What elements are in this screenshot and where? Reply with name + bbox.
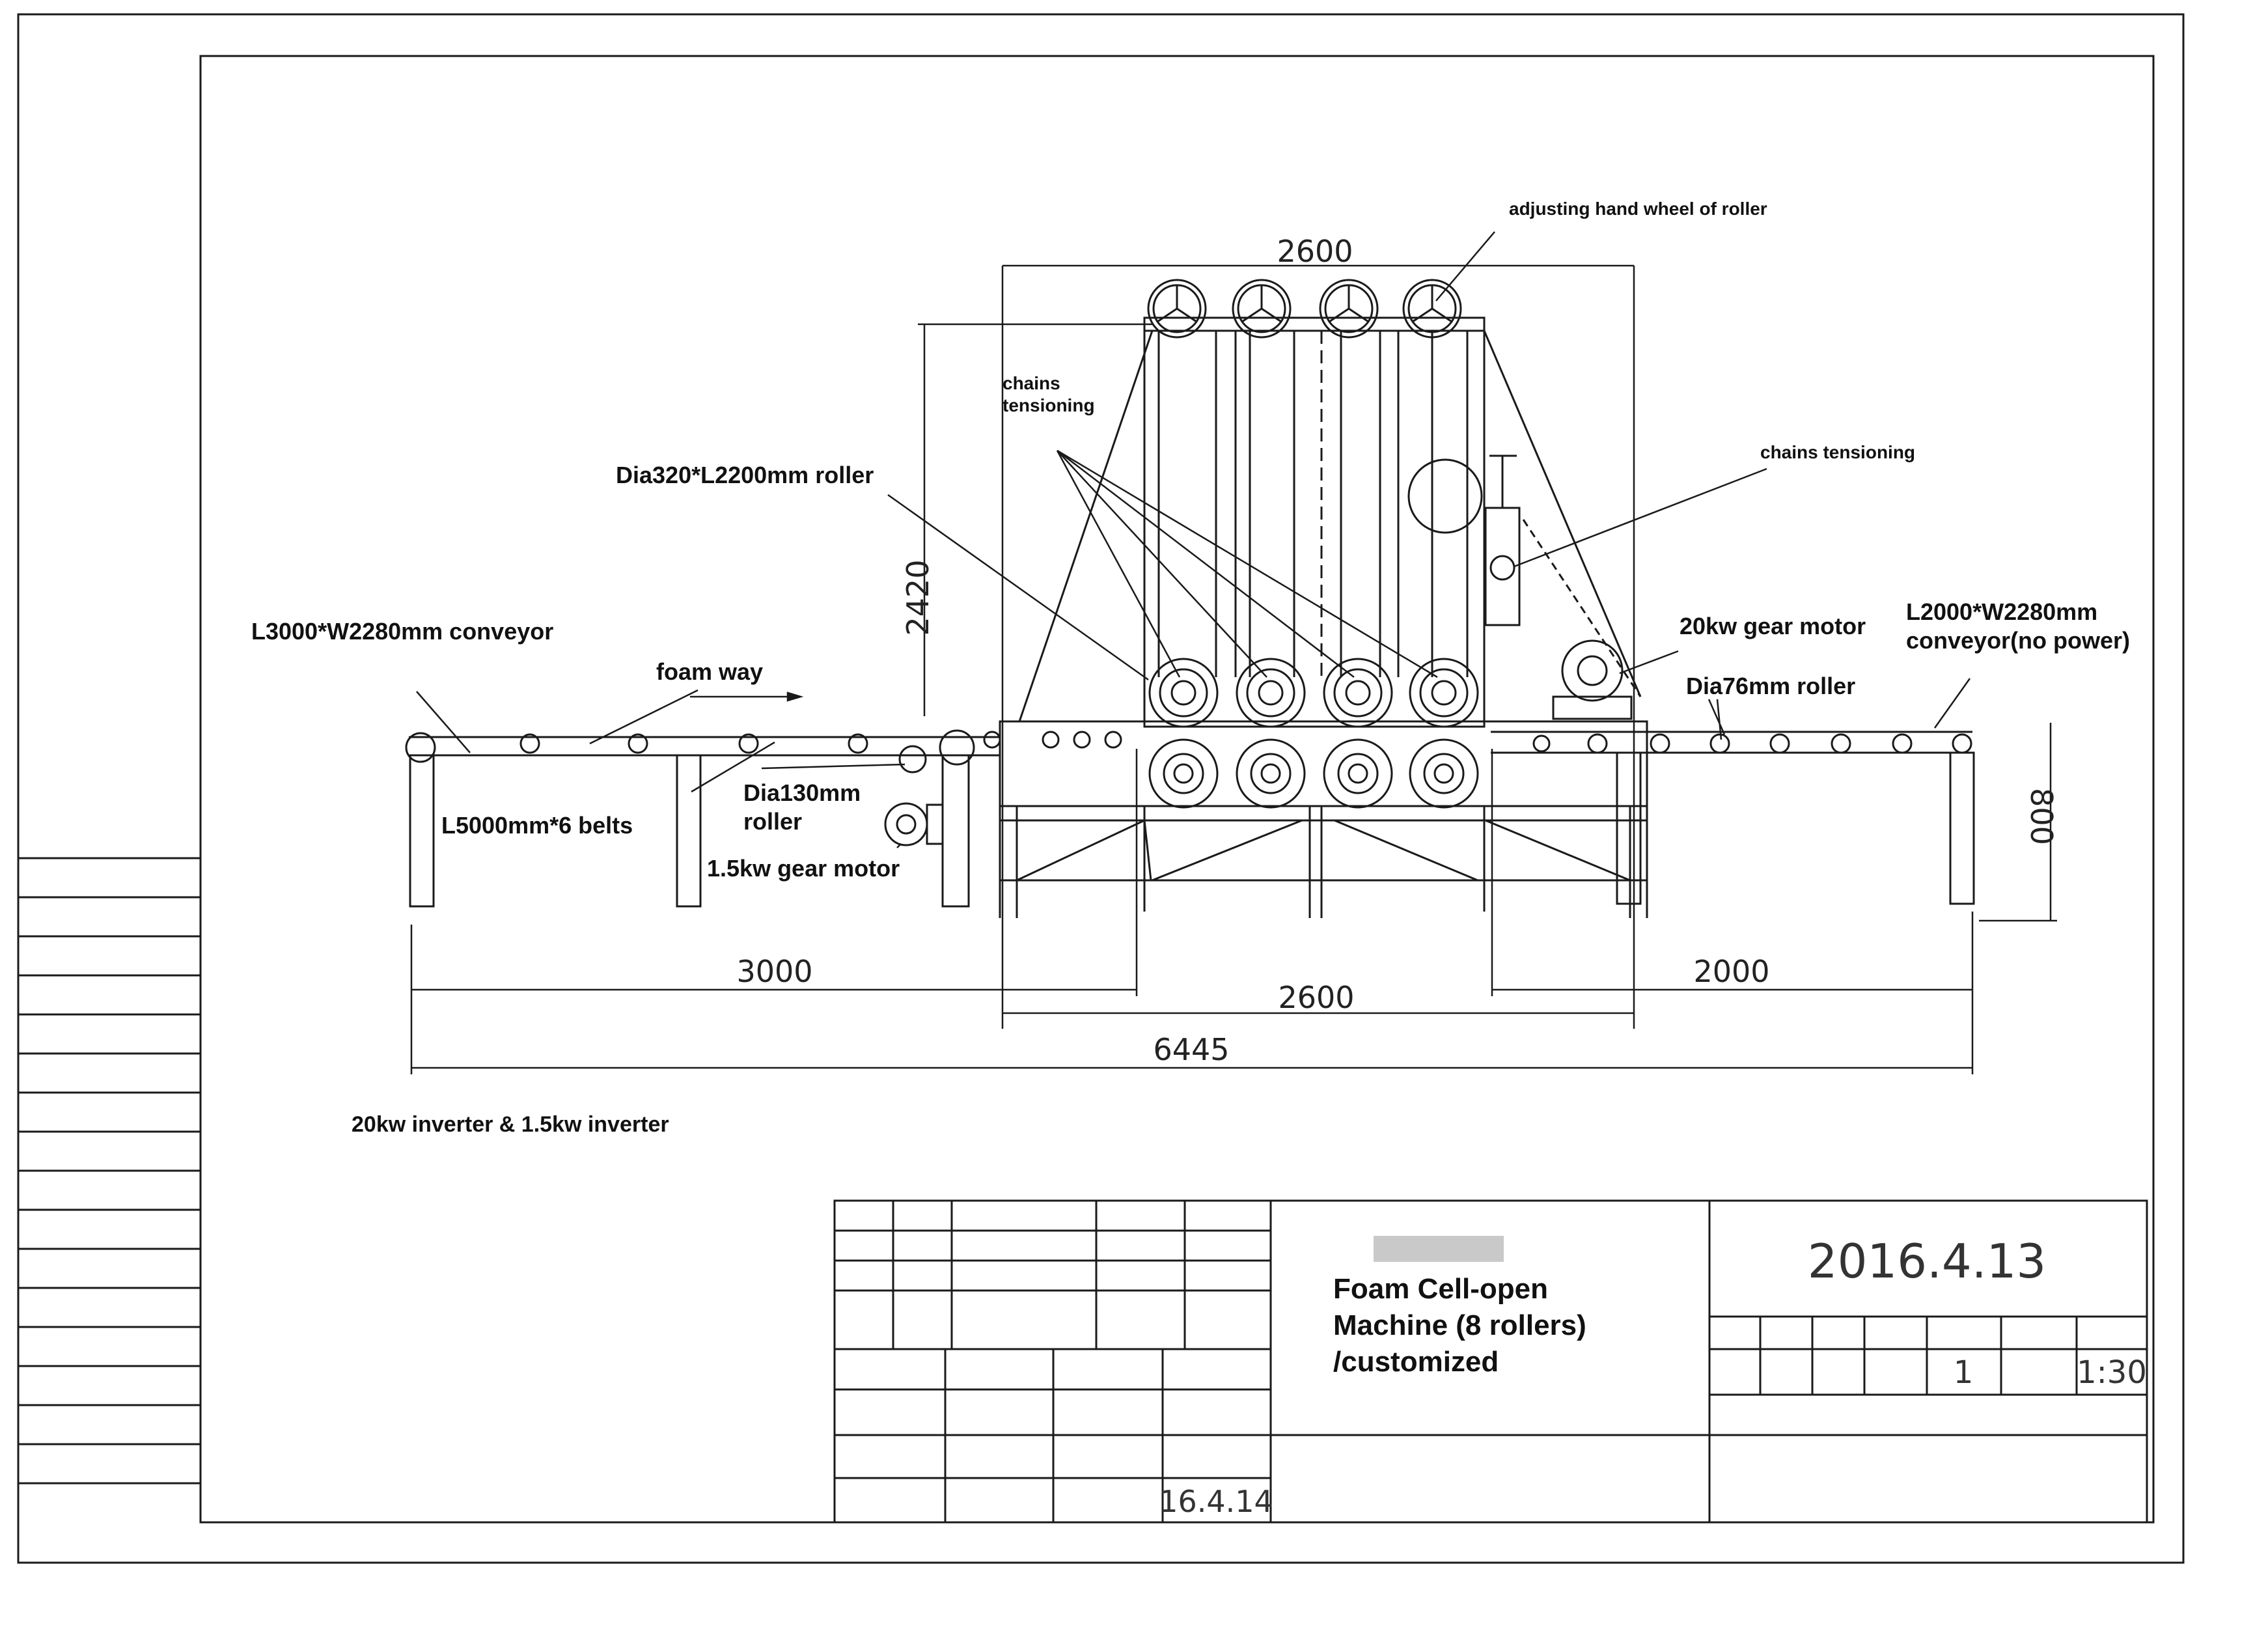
upper-roller-4-icon	[1409, 658, 1479, 728]
label-conveyor-left: L3000*W2280mm conveyor	[251, 618, 553, 645]
dim-conveyor-right: 2000	[1693, 954, 1769, 989]
label-chains-tensioning-right: chains tensioning	[1760, 442, 1915, 462]
lower-roller-3-icon	[1323, 738, 1393, 809]
machine	[999, 316, 1648, 918]
dim-conveyor-height: 800	[2024, 788, 2059, 845]
approval-date: 16.4.14	[1159, 1484, 1273, 1519]
lower-roller-4-icon	[1409, 738, 1479, 809]
label-big-motor: 20kw gear motor	[1680, 613, 1866, 639]
leader-lines	[416, 231, 1971, 848]
label-hand-wheel: adjusting hand wheel of roller	[1509, 199, 1767, 219]
label-roller76: Dia76mm roller	[1686, 673, 1855, 699]
hand-wheel-2-icon	[1232, 279, 1292, 339]
left-conveyor-inner-rollers	[983, 731, 1122, 749]
sheet-number: 1	[1954, 1354, 1974, 1391]
label-big-roller: Dia320*L2200mm roller	[616, 462, 874, 488]
dim-top-width: 2600	[1277, 234, 1353, 269]
label-belts: L5000mm*6 belts	[441, 812, 633, 839]
upper-rollers	[1148, 658, 1479, 728]
drawing-title-line-1: Foam Cell-open	[1333, 1273, 1548, 1305]
hand-wheel-4-icon	[1402, 279, 1462, 339]
label-chains-tensioning-left-2: tensioning	[1003, 395, 1095, 415]
left-conveyor	[405, 729, 1000, 908]
drawing-scale: 1:30	[2077, 1354, 2147, 1391]
drawing-title-line-3: /customized	[1333, 1346, 1499, 1378]
label-small-roller-1: Dia130mm	[743, 779, 861, 806]
hand-wheels	[1147, 279, 1462, 339]
label-inverter: 20kw inverter & 1.5kw inverter	[352, 1112, 669, 1137]
label-foam-way: foam way	[656, 658, 763, 685]
dim-conveyor-left: 3000	[736, 954, 812, 989]
title-text: Foam Cell-open Machine (8 rollers) /cust…	[1333, 1273, 1586, 1378]
upper-roller-3-icon	[1323, 658, 1393, 728]
redacted-stamp	[1374, 1236, 1504, 1262]
label-small-motor: 1.5kw gear motor	[707, 855, 900, 882]
label-conveyor-right-1: L2000*W2280mm	[1906, 598, 2097, 625]
dim-machine-width: 2600	[1278, 980, 1354, 1015]
label-small-roller-2: roller	[743, 808, 802, 835]
title-block	[833, 1199, 2148, 1524]
dim-height: 2420	[900, 559, 935, 635]
label-chains-tensioning-left-1: chains	[1003, 373, 1060, 393]
hand-wheel-1-icon	[1147, 279, 1207, 339]
drawing-date: 2016.4.13	[1808, 1234, 2046, 1289]
upper-roller-1-icon	[1148, 658, 1219, 728]
hand-wheel-3-icon	[1319, 279, 1379, 339]
lower-roller-2-icon	[1236, 738, 1306, 809]
dimension-lines	[410, 264, 2057, 1074]
dim-total-length: 6445	[1153, 1032, 1229, 1067]
sheet-frame	[17, 13, 2185, 1564]
lower-roller-1-icon	[1148, 738, 1219, 809]
label-conveyor-right-2: conveyor(no power)	[1906, 627, 2130, 654]
right-conveyor	[1491, 731, 1975, 905]
upper-roller-2-icon	[1236, 658, 1306, 728]
drawing-title-line-2: Machine (8 rollers)	[1333, 1309, 1586, 1341]
lower-rollers	[1148, 738, 1479, 809]
